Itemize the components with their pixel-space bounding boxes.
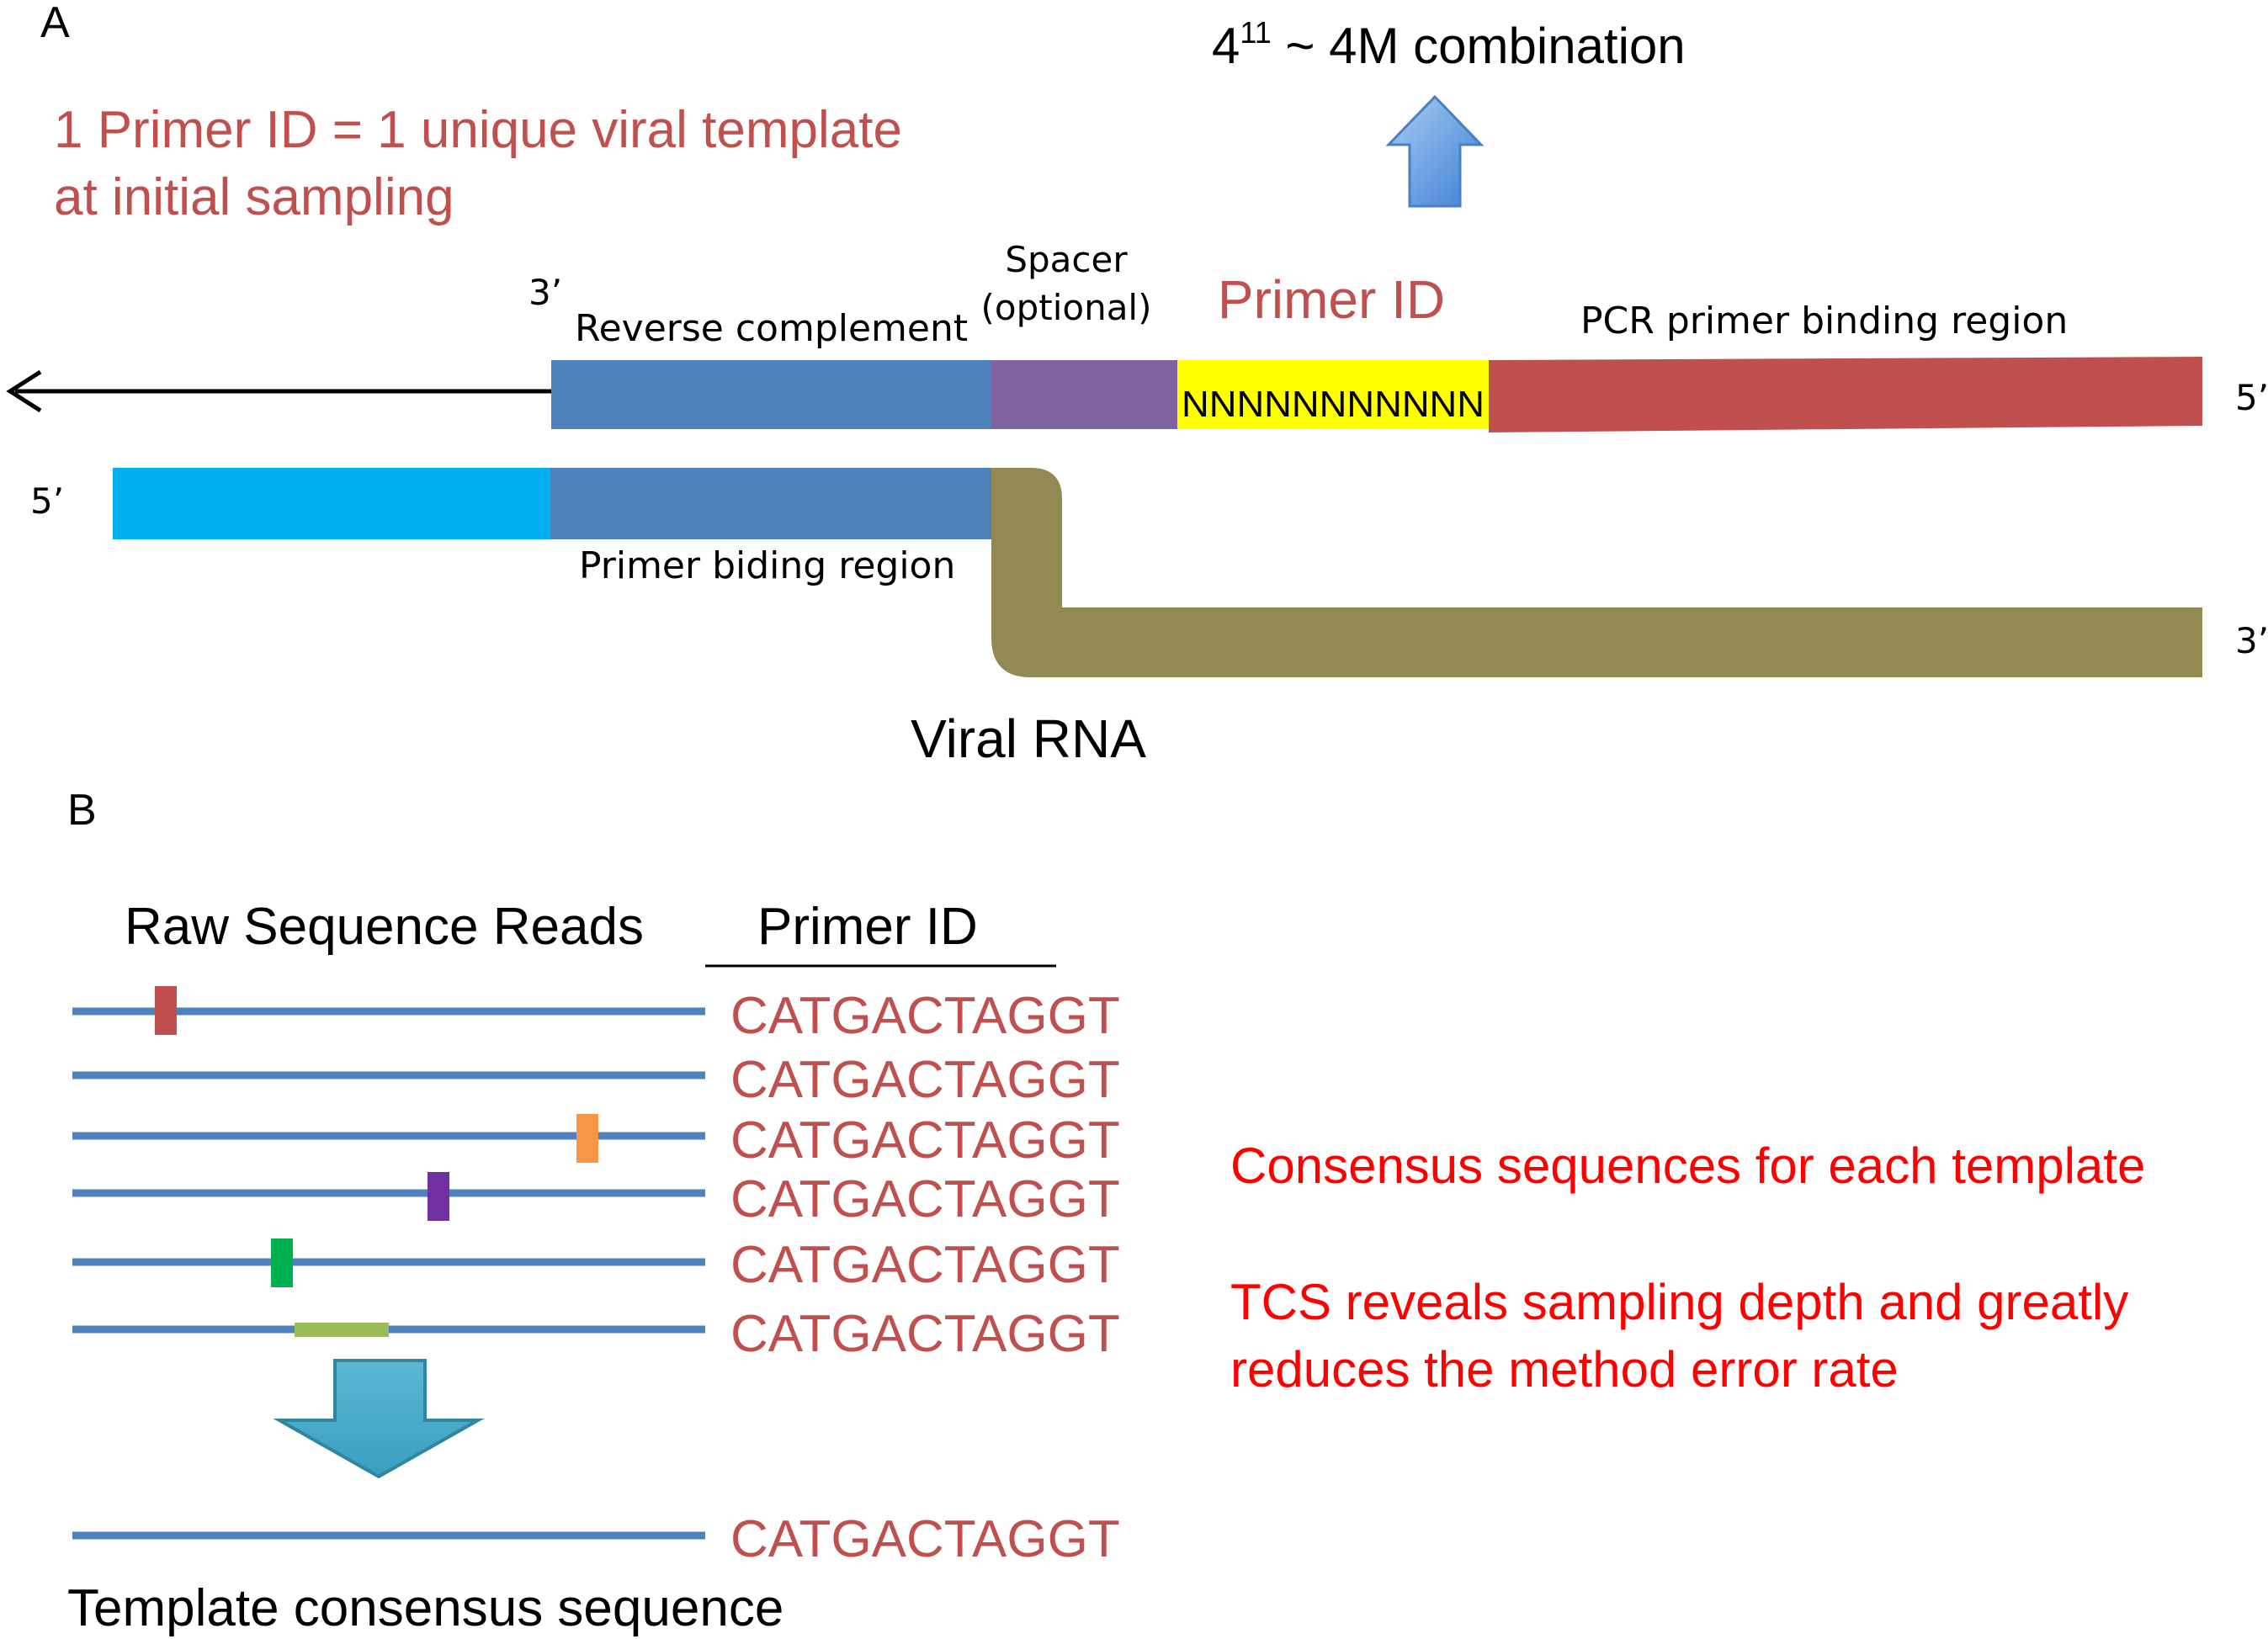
primer-id-segment xyxy=(1177,360,1489,429)
cdna-5prime-segment xyxy=(113,468,552,539)
read-row: CATGACTAGGT xyxy=(72,1111,1120,1170)
read-primer-id: CATGACTAGGT xyxy=(730,1305,1120,1363)
read-row: CATGACTAGGT xyxy=(72,1305,1120,1363)
panel-a-label: A xyxy=(40,0,70,47)
end-3prime-top: 3’ xyxy=(528,272,562,313)
sequencing-error-mark xyxy=(155,986,177,1035)
primer-id-header: Primer ID xyxy=(757,898,978,956)
combination-text: 411 ~ 4M combination xyxy=(1212,15,1686,74)
claim-line-2: at initial sampling xyxy=(54,168,454,226)
primer-binding-label: Primer biding region xyxy=(579,544,955,587)
read-primer-id: CATGACTAGGT xyxy=(730,1236,1120,1294)
claim-line-1: 1 Primer ID = 1 unique viral template xyxy=(54,101,902,159)
reverse-complement-segment xyxy=(551,360,991,429)
read-row: CATGACTAGGT xyxy=(72,1170,1120,1228)
spacer-segment xyxy=(991,360,1177,429)
primer-id-label: Primer ID xyxy=(1218,269,1445,330)
end-5prime-bottom: 5’ xyxy=(30,480,64,522)
read-primer-id: CATGACTAGGT xyxy=(730,1051,1120,1109)
note-tcs-line-2: reduces the method error rate xyxy=(1230,1341,1899,1398)
sequencing-error-mark xyxy=(576,1114,598,1163)
spacer-label-line-2: (optional) xyxy=(981,287,1152,328)
down-arrow-icon xyxy=(273,1359,485,1479)
read-primer-id: CATGACTAGGT xyxy=(730,987,1120,1045)
pcr-region-label: PCR primer binding region xyxy=(1580,300,2068,342)
combination-rest: ~ 4M combination xyxy=(1272,18,1686,74)
note-tcs-line-1: TCS reveals sampling depth and greatly xyxy=(1230,1274,2128,1330)
reverse-complement-label: Reverse complement xyxy=(575,307,968,350)
read-row: CATGACTAGGT xyxy=(72,1236,1120,1294)
end-5prime-top: 5’ xyxy=(2235,377,2268,418)
sequencing-error-mark xyxy=(428,1172,449,1221)
consensus-primer-id: CATGACTAGGT xyxy=(730,1510,1120,1568)
read-primer-id: CATGACTAGGT xyxy=(730,1111,1120,1170)
up-arrow-icon xyxy=(1385,94,1485,208)
primer-id-sequence: NNNNNNNNNNN xyxy=(1182,384,1485,425)
viral-rna-strand xyxy=(989,468,2202,677)
end-3prime-bottom: 3’ xyxy=(2235,620,2268,661)
sequencing-error-mark xyxy=(295,1323,389,1337)
reads-header: Raw Sequence Reads xyxy=(125,898,644,956)
note-consensus: Consensus sequences for each template xyxy=(1230,1138,2145,1194)
primer-binding-segment xyxy=(550,468,991,539)
viral-rna-label: Viral RNA xyxy=(911,708,1146,769)
read-row: CATGACTAGGT xyxy=(72,1051,1120,1109)
panel-b-label: B xyxy=(67,786,97,835)
combination-base: 4 xyxy=(1212,18,1240,74)
consensus-label: Template consensus sequence xyxy=(67,1579,783,1637)
sequencing-error-mark xyxy=(271,1239,293,1287)
pcr-region-segment xyxy=(1489,357,2202,432)
spacer-label-line-1: Spacer xyxy=(1005,239,1128,280)
read-primer-id: CATGACTAGGT xyxy=(730,1170,1120,1228)
combination-exponent: 11 xyxy=(1240,15,1271,50)
extension-arrow-head-icon xyxy=(6,369,42,413)
read-row: CATGACTAGGT xyxy=(72,986,1120,1045)
